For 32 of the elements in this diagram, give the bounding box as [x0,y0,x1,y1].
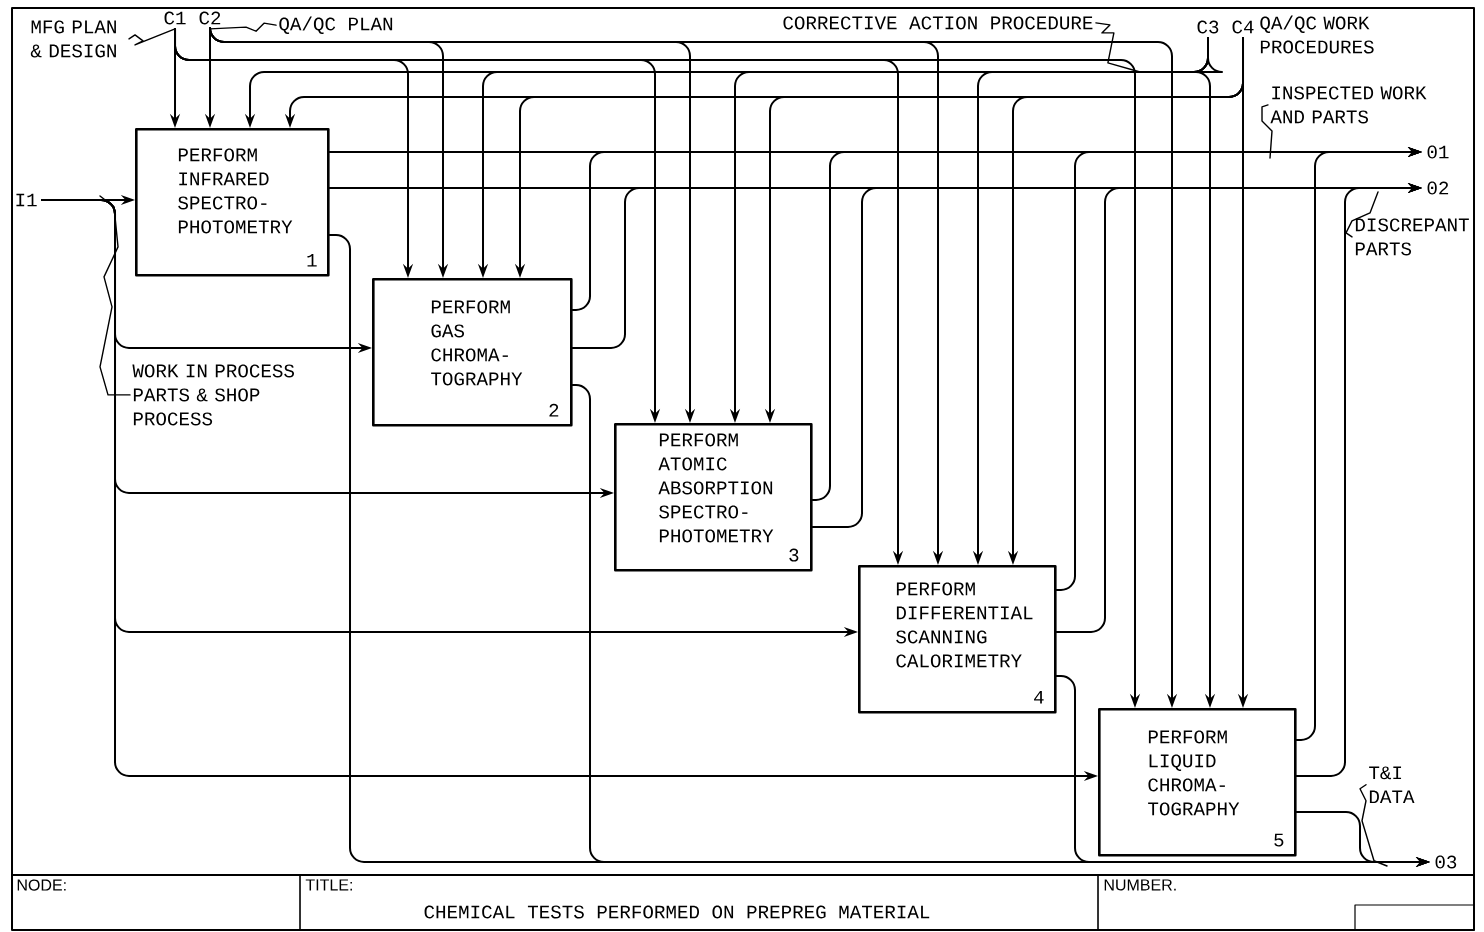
arrow-code: 03 [1435,855,1457,869]
process-box: PERFORM LIQUID CHROMA- TOGRAPHY 5 [1098,708,1297,857]
leader-line [209,22,277,32]
leader-line [1095,22,1141,73]
leader-line [1345,191,1379,238]
process-box: PERFORM GAS CHROMA- TOGRAPHY 2 [372,278,573,427]
title: CHEMICAL TESTS PERFORMED ON PREPREG MATERIAL [424,905,930,919]
process-box: PERFORM ATOMIC ABSORPTION SPECTRO- PHOTOMETRY 3 [614,423,813,572]
arrow-caption: DISCREPANT PARTS [1355,218,1469,256]
arrow-caption: INSPECTED WORK AND PARTS [1270,86,1427,124]
leader-line [128,28,176,46]
arrow-code: I1 [16,193,37,207]
process-box: PERFORM DIFFERENTIAL SCANNING CALORIMETRY 4 [858,565,1057,714]
arrow-caption: T&I DATA [1369,766,1415,804]
arrow-caption: QA/QC WORK PROCEDURES [1260,15,1374,54]
form-label: TITLE: [305,879,352,891]
arrow-code: C1 [164,11,186,25]
arrow-caption: CORRECTIVE ACTION PROCEDURE [783,16,1093,30]
leader-line [1359,784,1388,867]
arrow-code: C2 [199,11,221,25]
arrow-code: 01 [1427,145,1449,159]
arrow-caption: WORK IN PROCESS PARTS & SHOP PROCESS [132,364,294,426]
leader-line [1261,104,1273,159]
process-box: PERFORM INFRARED SPECTRO- PHOTOMETRY 1 [135,128,330,277]
arrow-code: C3 [1197,20,1219,34]
form-label: NUMBER. [1104,879,1176,891]
arrow-code: 02 [1427,181,1449,195]
arrow-caption: QA/QC PLAN [279,16,393,34]
arrow-caption: MFG PLAN & DESIGN [30,20,116,58]
leader-line [99,195,131,396]
form-label: NODE: [17,879,66,891]
arrow-code: C4 [1232,20,1254,34]
